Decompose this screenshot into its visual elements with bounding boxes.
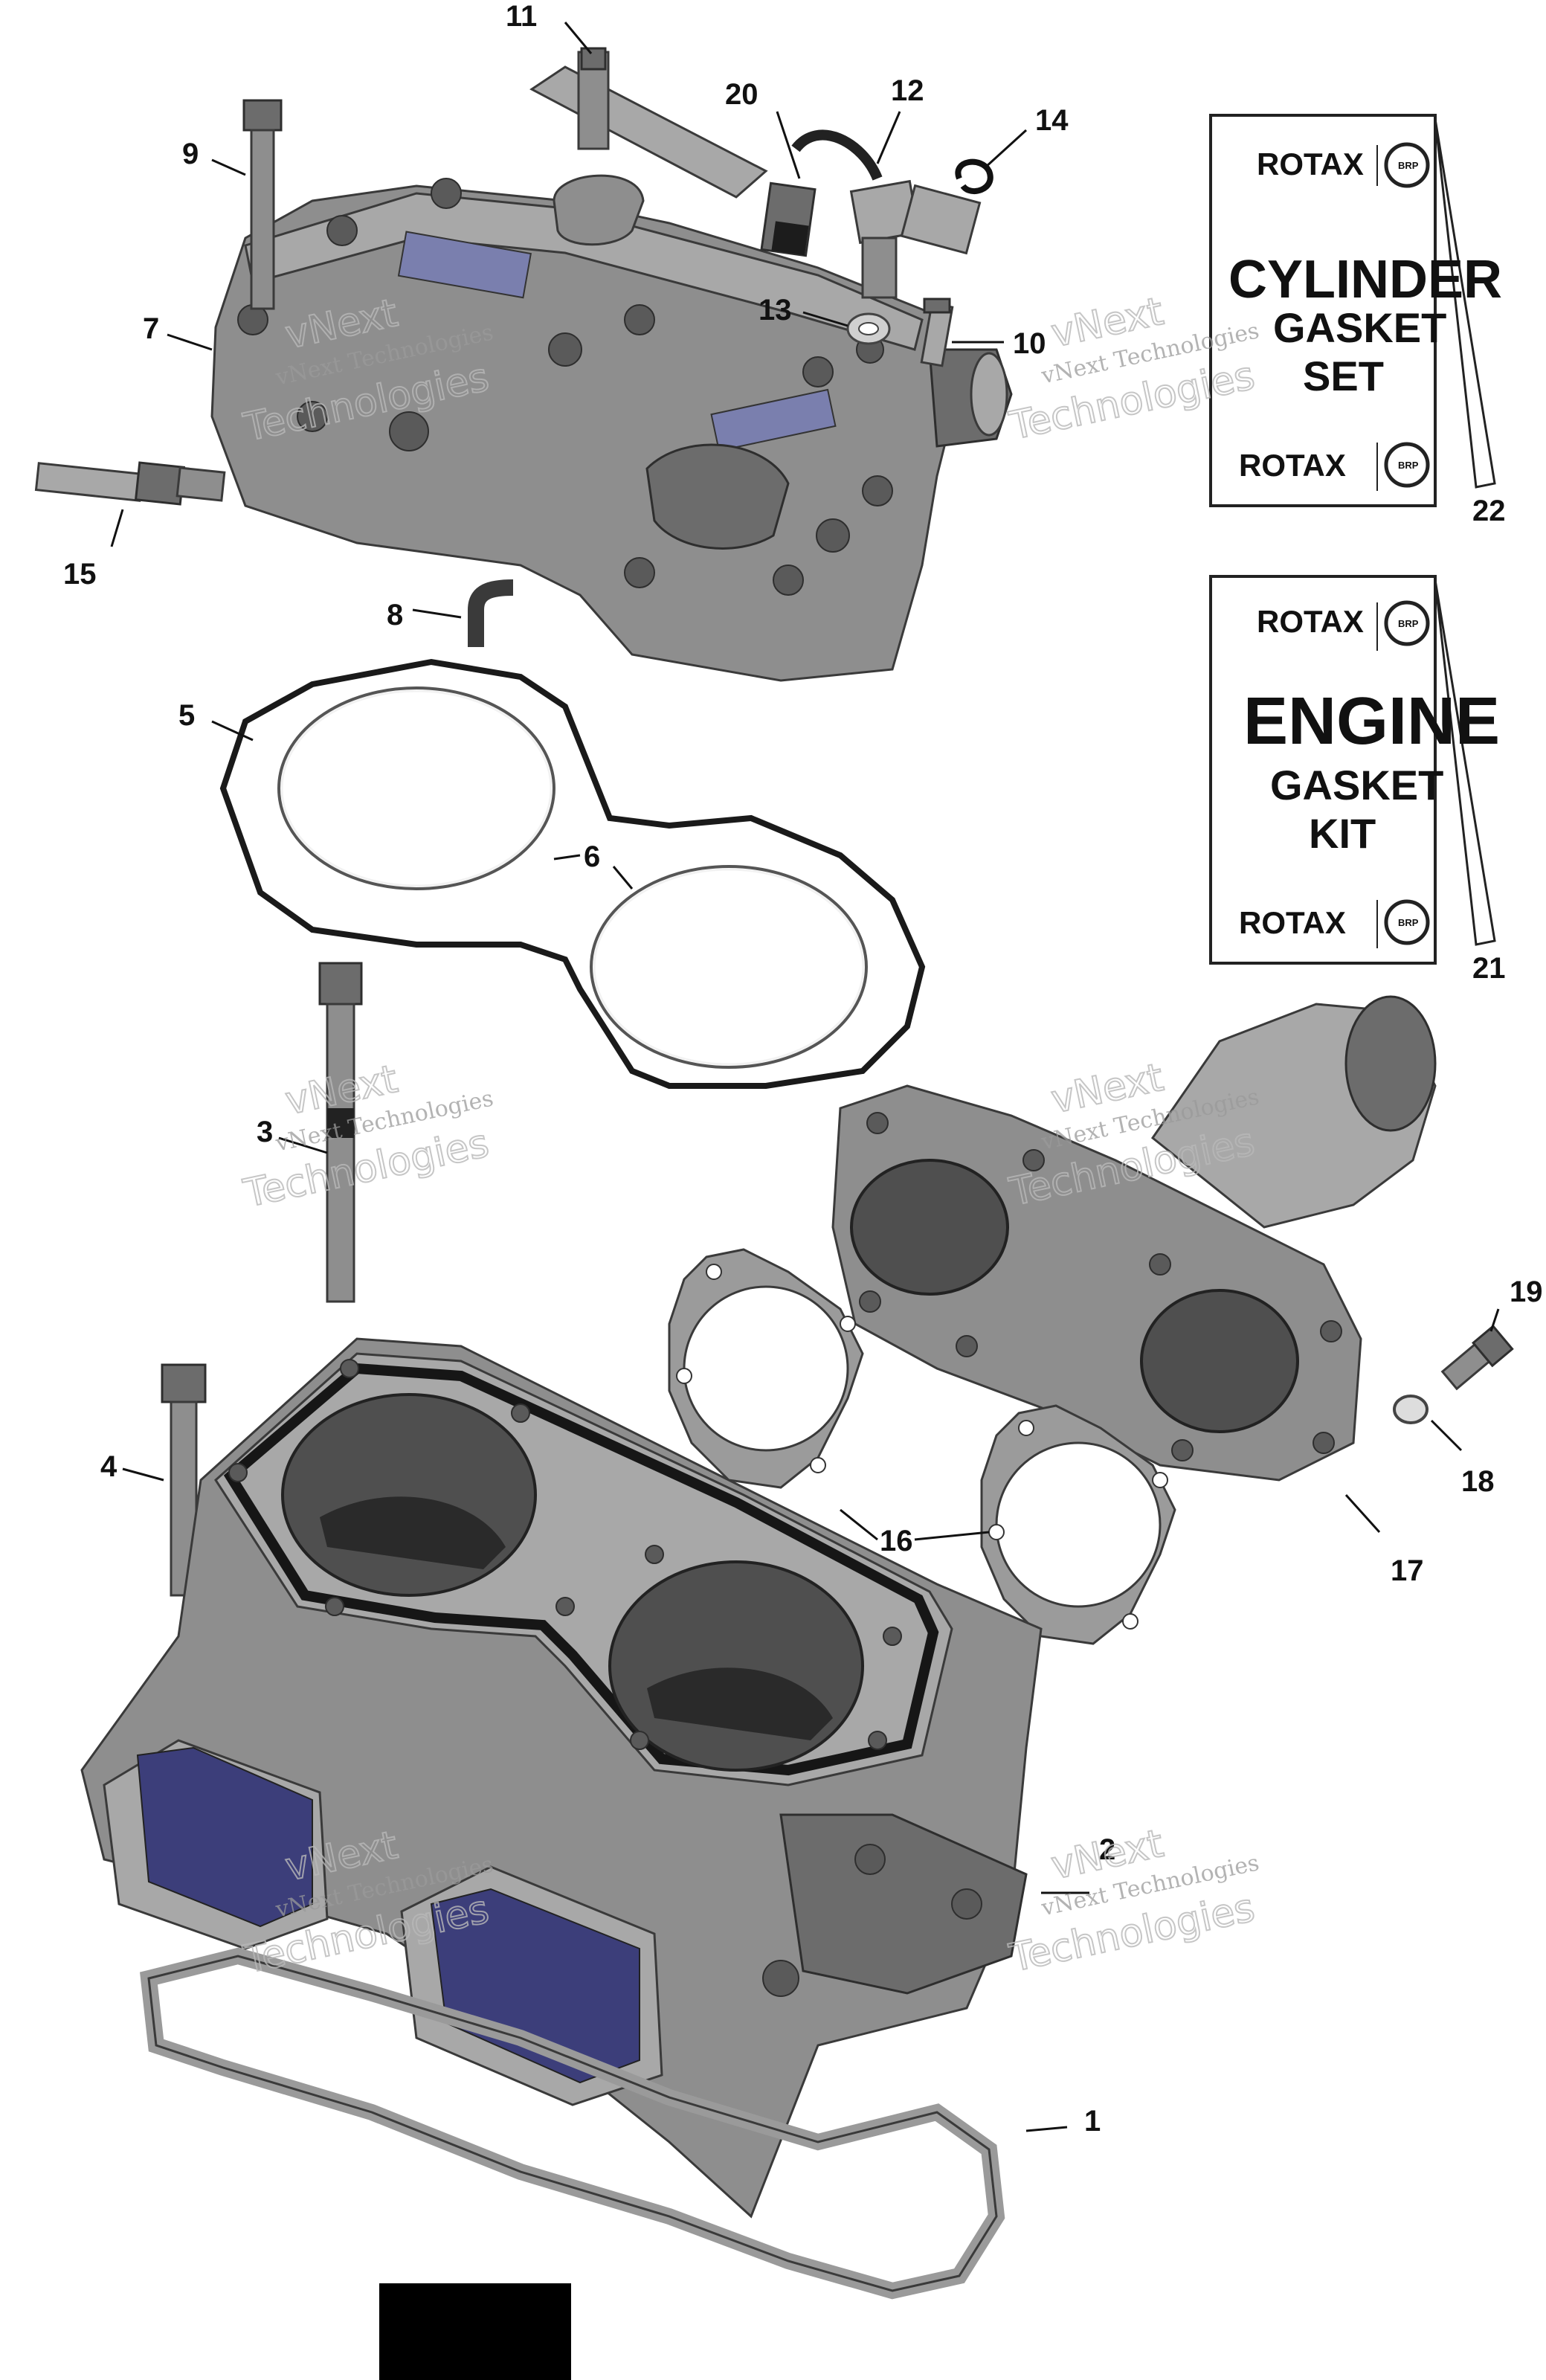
callout-9: 9: [182, 138, 199, 170]
kit-engine-brand-bottom: ROTAX: [1239, 905, 1346, 940]
watermark-6: vNext vNext Technologies Technologies: [1005, 1821, 1261, 1982]
kit-cylinder-title: CYLINDER: [1228, 250, 1502, 309]
svg-text:BRP: BRP: [1398, 917, 1419, 928]
svg-text:BRP: BRP: [1398, 618, 1419, 629]
svg-text:BRP: BRP: [1398, 160, 1419, 171]
callout-13: 13: [758, 294, 792, 327]
callout-18: 18: [1461, 1465, 1495, 1498]
part-14-clip: [955, 158, 993, 195]
part-6-o-ring-2: [590, 865, 868, 1069]
callout-3: 3: [257, 1116, 273, 1148]
part-17-exhaust-manifold: [831, 995, 1437, 1482]
part-2-cylinder-block: [80, 1337, 1043, 2219]
part-13-washer: [846, 312, 891, 345]
part-19-bolt: [1440, 1324, 1514, 1391]
part-3-stud: [318, 962, 363, 1303]
callout-12: 12: [891, 74, 924, 107]
part-18-washer: [1393, 1395, 1429, 1424]
callout-22: 22: [1472, 495, 1506, 527]
kit-cylinder-line2: GASKET: [1273, 304, 1446, 351]
callout-17: 17: [1391, 1554, 1424, 1587]
callout-2: 2: [1099, 1833, 1115, 1866]
watermark-1: vNext vNext Technologies Technologies: [239, 290, 495, 451]
callout-1: 1: [1084, 2105, 1101, 2138]
kit-cylinder-brand-bottom: ROTAX: [1239, 448, 1346, 483]
part-6-o-ring-1: [277, 686, 555, 890]
kit-cylinder-gasket-set: ROTAX BRP CYLINDER GASKET SET ROTAX BRP: [1209, 114, 1502, 507]
callout-4: 4: [100, 1450, 117, 1483]
kit-engine-gasket-kit: ROTAX BRP ENGINE GASKET KIT ROTAX BRP: [1209, 575, 1500, 965]
brp-emblem-icon: [1384, 600, 1430, 646]
callout-10: 10: [1013, 327, 1046, 360]
brp-emblem-icon: [1384, 899, 1430, 945]
leader-lines: [110, 22, 1500, 2132]
callout-5: 5: [178, 699, 195, 732]
part-9-bolt: [242, 99, 283, 310]
kit-engine-line3: KIT: [1309, 810, 1376, 857]
callout-14: 14: [1035, 104, 1069, 137]
callout-20: 20: [725, 78, 758, 111]
part-16-exhaust-gasket-2: [980, 1404, 1176, 1645]
kit-engine-line2: GASKET: [1270, 762, 1443, 808]
part-12-sensor: [791, 129, 982, 299]
brp-emblem-icon: [1384, 142, 1430, 188]
callout-7: 7: [143, 312, 159, 345]
kit-engine-brand-top: ROTAX: [1257, 604, 1364, 639]
part-5-head-gasket: [219, 658, 926, 1089]
svg-text:BRP: BRP: [1398, 460, 1419, 471]
kit-cylinder-line3: SET: [1303, 353, 1384, 399]
callout-19: 19: [1510, 1276, 1543, 1308]
callout-8: 8: [387, 599, 403, 631]
brp-emblem-icon: [1384, 442, 1430, 488]
callout-6: 6: [584, 840, 600, 873]
callout-11: 11: [506, 0, 537, 33]
part-8-elbow: [468, 579, 514, 647]
kit-engine-title: ENGINE: [1243, 684, 1500, 759]
part-20-connector: [760, 181, 817, 257]
kit-cylinder-brand-top: ROTAX: [1257, 147, 1364, 181]
callout-21: 21: [1472, 952, 1506, 985]
part-10-fitting: [920, 298, 954, 367]
callout-15: 15: [63, 558, 97, 591]
part-16-exhaust-gasket-1: [668, 1248, 864, 1489]
callout-16: 16: [880, 1525, 913, 1557]
cylinder-head: [210, 178, 1013, 682]
part-15-spark-plug: [34, 461, 226, 506]
part-11-valve-strip: [529, 47, 768, 246]
footer-block: [379, 2283, 571, 2380]
